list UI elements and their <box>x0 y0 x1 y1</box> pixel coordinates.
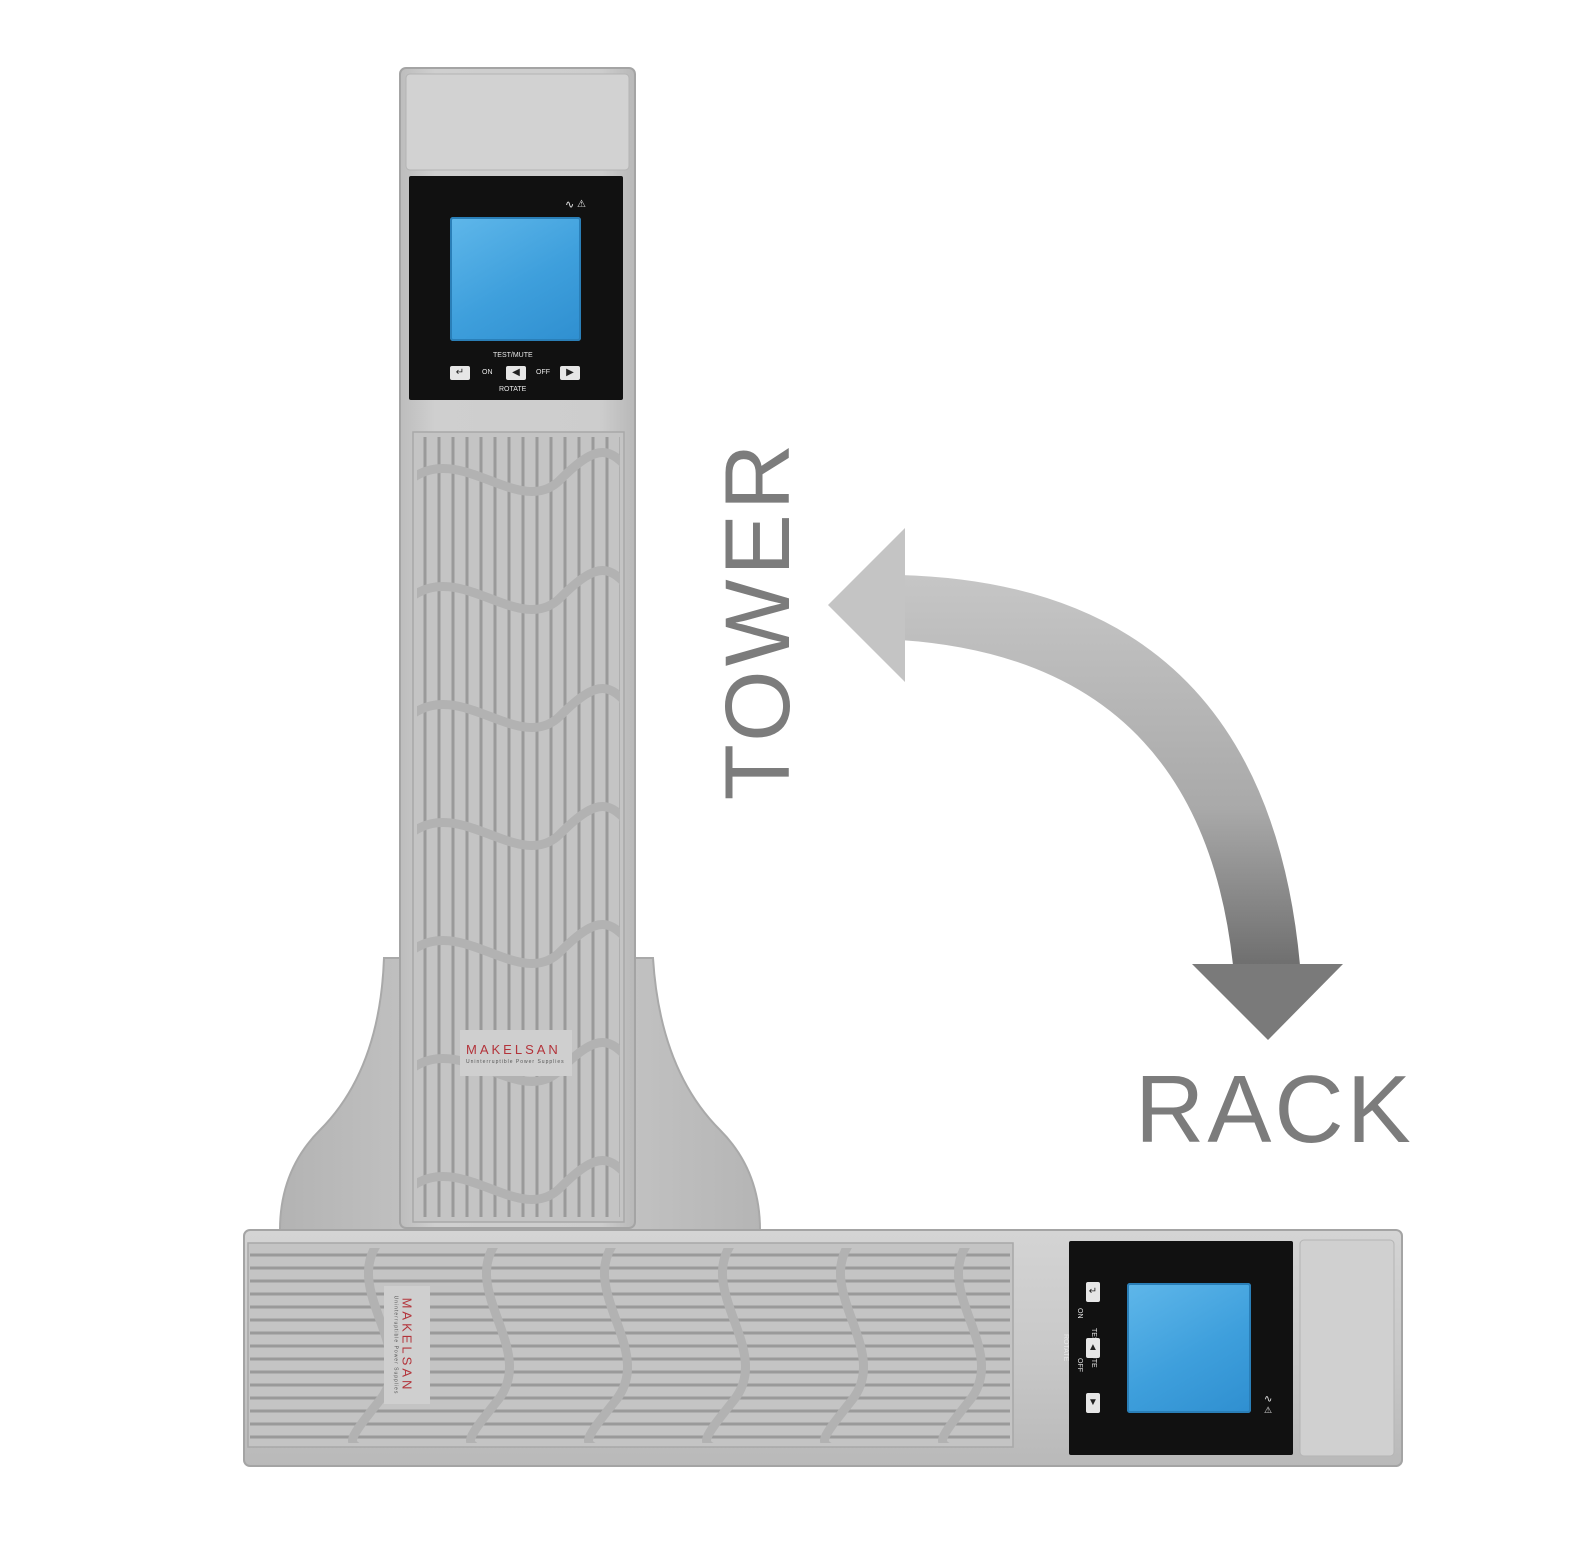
tower-right-button[interactable]: ▶ <box>560 366 580 380</box>
tower-vent-wave <box>417 448 620 497</box>
rack-vent-wave <box>466 1248 514 1443</box>
rack-lcd-screen <box>1127 1283 1251 1413</box>
tower-enter-button[interactable]: ↵ <box>450 366 470 380</box>
rack-vent-wave <box>584 1248 632 1443</box>
rack-up-button[interactable]: ↵ <box>1086 1282 1100 1302</box>
tower-vent-wave <box>417 566 620 615</box>
rack-on-label: ON <box>1076 1308 1083 1319</box>
tower-label: TOWER <box>707 439 809 801</box>
tower-left-button[interactable]: ◀ <box>506 366 526 380</box>
tower-on-label: ON <box>482 369 493 376</box>
tower-lcd-screen <box>450 217 581 341</box>
warning-icon: ⚠ <box>577 199 586 210</box>
tower-test-mute-label: TEST/MUTE <box>493 352 533 359</box>
tower-off-label: OFF <box>536 369 550 376</box>
tower-rotate-label: ROTATE <box>499 386 527 393</box>
rack-warning-icon: ⚠ <box>1264 1405 1273 1415</box>
tower-vent-wave <box>417 1156 620 1205</box>
rotate-arrow-icon <box>828 528 1343 1040</box>
tower-vent-wave <box>417 802 620 851</box>
rack-vent-wave <box>820 1248 868 1443</box>
tower-vent-wave <box>417 1038 620 1087</box>
rack-center-button[interactable]: ▲ <box>1086 1338 1100 1358</box>
rack-down-button[interactable]: ▼ <box>1086 1393 1100 1413</box>
tower-brand-logo: MAKELSAN <box>466 1042 561 1057</box>
rack-vent-wave <box>702 1248 750 1443</box>
rack-vent-grille <box>250 1253 1010 1439</box>
rack-vent-wave <box>938 1248 986 1443</box>
tower-vent-wave <box>417 684 620 733</box>
rack-rotate-label: ROTATE <box>1062 1334 1069 1362</box>
rack-off-label: OFF <box>1076 1358 1083 1372</box>
tower-brand-tagline: Uninterruptible Power Supplies <box>466 1059 565 1065</box>
rack-ac-wave-icon: ∿ <box>1264 1394 1273 1405</box>
rack-brand-tagline: Uninterruptible Power Supplies <box>392 1295 399 1395</box>
rack-vent-waves <box>348 1248 986 1443</box>
tower-vent-wave <box>417 920 620 969</box>
tower-vent-waves <box>417 448 620 1205</box>
rack-brand-logo: MAKELSAN <box>399 1297 415 1393</box>
ac-wave-icon: ∿ <box>565 199 575 211</box>
rack-label: RACK <box>1135 1056 1414 1163</box>
